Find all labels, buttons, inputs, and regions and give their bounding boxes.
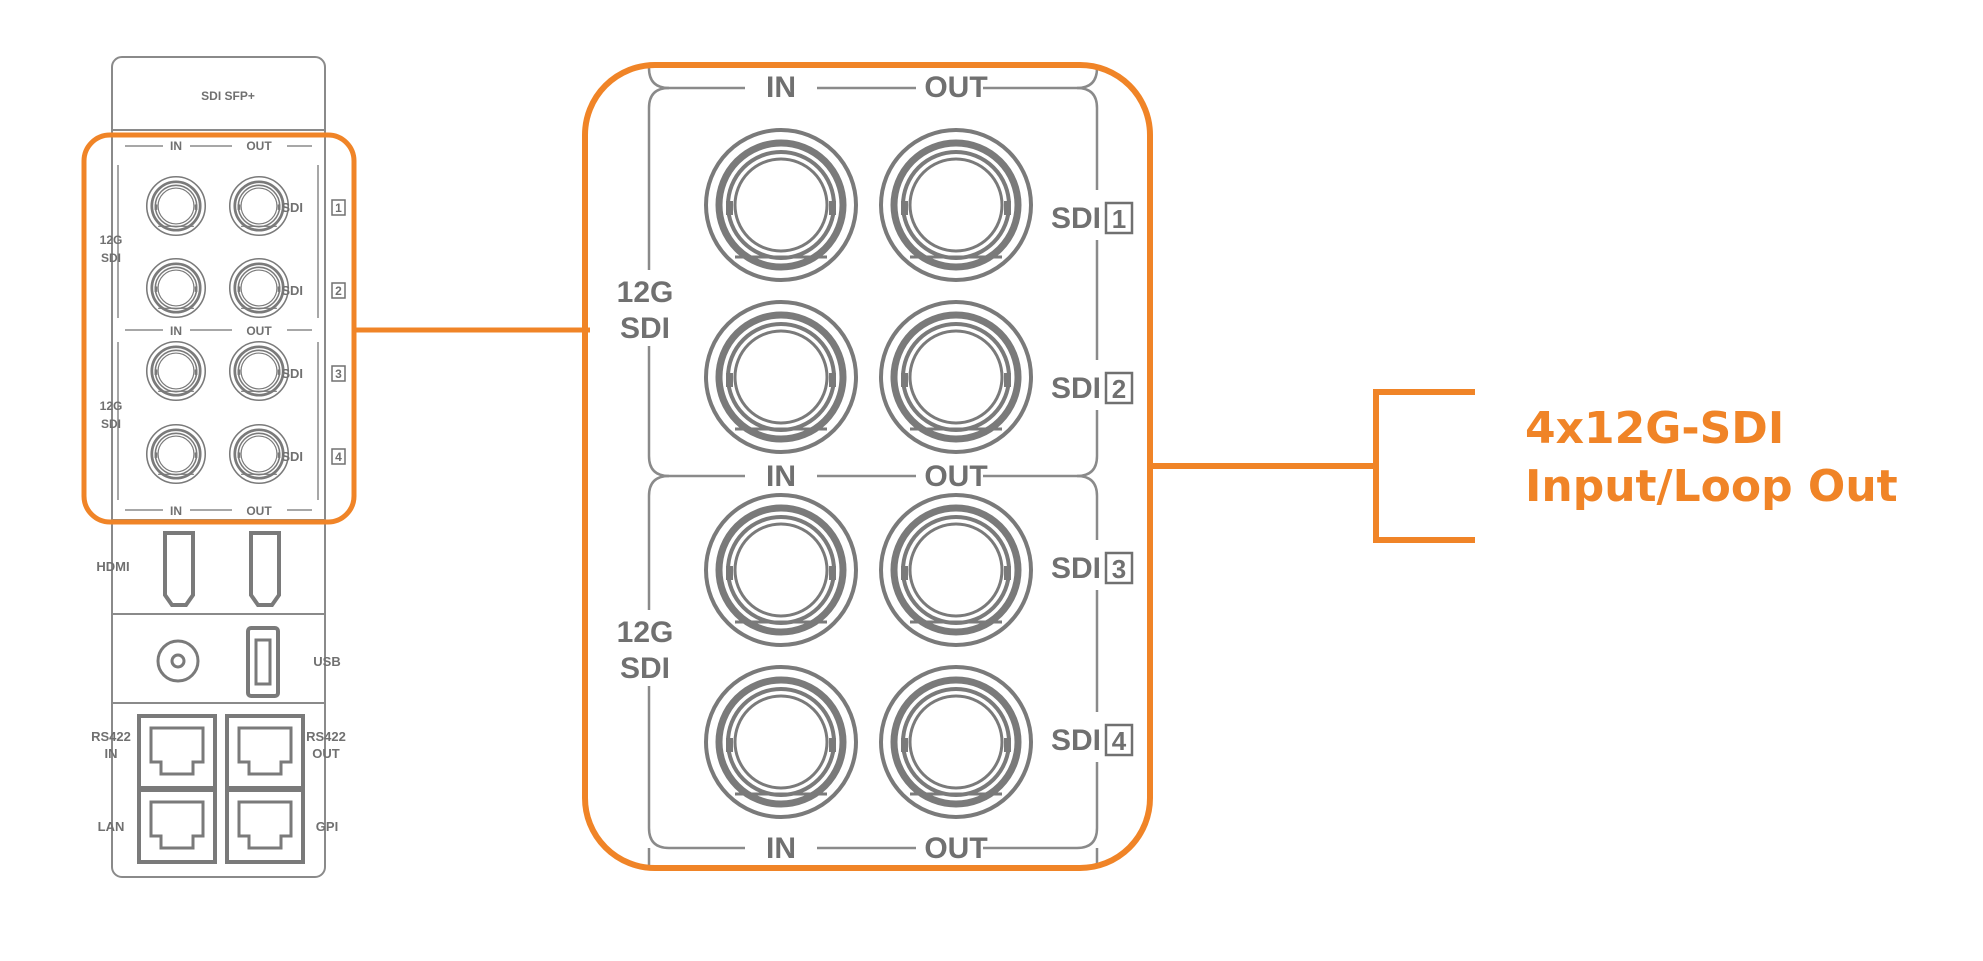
bnc-connector-icon: [228, 340, 290, 402]
panel-sdi-module-2: IN OUT IN OUT 12G SDI: [100, 324, 319, 518]
sfp-label: SDI SFP+: [201, 89, 255, 103]
bnc-connector-icon: [879, 493, 1033, 647]
panel-out-label: OUT: [246, 324, 272, 338]
zoom-group-label: 12G: [617, 616, 674, 649]
zoom-in-label: IN: [766, 71, 796, 104]
panel-sdi-prefix: SDI: [281, 366, 303, 381]
hdmi-label: HDMI: [96, 559, 129, 574]
zoom-port-number: 1: [1112, 204, 1126, 234]
zoom-port-number: 4: [1112, 726, 1127, 756]
bnc-connector-icon: [145, 175, 207, 237]
rj45-port-icon: [137, 788, 217, 864]
panel-group-label: 12G: [100, 233, 123, 247]
bnc-connector-icon: [704, 493, 858, 647]
panel-rj45-module: RS422 IN RS422 OUT LAN GPI: [91, 714, 346, 864]
zoom-bnc-connectors: [704, 128, 1033, 819]
panel-group-label: SDI: [101, 251, 121, 265]
panel-group-label: SDI: [101, 417, 121, 431]
panel-in-label: IN: [170, 504, 182, 518]
bnc-connector-icon: [704, 300, 858, 454]
panel-usb-module: USB: [112, 626, 341, 704]
rs422-out-label: RS422: [306, 729, 346, 744]
rj45-port-icon: [225, 788, 305, 864]
panel-out-label: OUT: [246, 504, 272, 518]
panel-port-number: 2: [335, 284, 342, 298]
zoom-group-label: SDI: [620, 312, 670, 345]
zoom-sdi-prefix: SDI: [1051, 202, 1101, 235]
panel-outline: [111, 56, 326, 878]
hdmi-port-icon: [163, 531, 195, 607]
zoom-out-label: OUT: [924, 460, 987, 493]
panel-port-number: 1: [335, 201, 342, 215]
zoom-sdi-prefix: SDI: [1051, 552, 1101, 585]
rear-panel: SDI SFP+ IN OUT 12G SDI IN OUT IN OUT: [81, 56, 357, 878]
bnc-connector-icon: [879, 300, 1033, 454]
panel-port-number: 3: [335, 367, 342, 381]
zoom-group-label: SDI: [620, 652, 670, 685]
panel-sdi-prefix: SDI: [281, 283, 303, 298]
rs422-in-label: RS422: [91, 729, 131, 744]
zoom-group-label: 12G: [617, 276, 674, 309]
callout-label: 4x12G-SDI Input/Loop Out: [1525, 400, 1898, 516]
zoom-in-label: IN: [766, 832, 796, 865]
panel-sdi-prefix: SDI: [281, 200, 303, 215]
dc-jack-icon: [156, 639, 200, 683]
zoom-in-label: IN: [766, 460, 796, 493]
zoom-port-number: 2: [1112, 374, 1126, 404]
bnc-connector-icon: [145, 257, 207, 319]
bnc-connector-icon: [879, 665, 1033, 819]
panel-in-label: IN: [170, 324, 182, 338]
panel-out-label: OUT: [246, 139, 272, 153]
panel-port-labels: SDI 1 SDI 2 SDI 3 SDI 4: [281, 199, 346, 465]
bnc-connector-icon: [228, 257, 290, 319]
panel-sdi-module-1: IN OUT 12G SDI: [100, 139, 319, 318]
rs422-out-label: OUT: [312, 746, 340, 761]
zoom-out-label: OUT: [924, 832, 987, 865]
bnc-connector-icon: [879, 128, 1033, 282]
bnc-connector-icon: [228, 423, 290, 485]
callout-line-1: 4x12G-SDI: [1525, 403, 1785, 454]
gpi-label: GPI: [316, 819, 338, 834]
bnc-connector-icon: [145, 423, 207, 485]
zoom-port-labels: SDI 1 SDI 2 SDI 3 SDI 4: [1040, 190, 1140, 762]
bnc-connector-icon: [704, 665, 858, 819]
rj45-port-icon: [225, 714, 305, 790]
bnc-connector-icon: [704, 128, 858, 282]
panel-bnc-connectors: [145, 175, 290, 485]
zoom-view: IN OUT IN OUT IN OUT 12G SDI 12G SDI SDI…: [582, 62, 1153, 871]
panel-hdmi-module: HDMI: [96, 519, 325, 615]
callout-bracket: [1150, 389, 1475, 543]
panel-port-number: 4: [335, 450, 342, 464]
bnc-connector-icon: [228, 175, 290, 237]
zoom-sdi-prefix: SDI: [1051, 372, 1101, 405]
usb-port-icon: [246, 626, 280, 698]
zoom-port-number: 3: [1112, 554, 1126, 584]
rs422-in-label: IN: [105, 746, 118, 761]
usb-label: USB: [313, 654, 340, 669]
bnc-connector-icon: [145, 340, 207, 402]
zoom-sdi-prefix: SDI: [1051, 724, 1101, 757]
lan-label: LAN: [98, 819, 125, 834]
panel-highlight: [81, 132, 357, 525]
hdmi-port-icon: [249, 531, 281, 607]
callout-line-2: Input/Loop Out: [1525, 461, 1898, 512]
rj45-ports: [137, 714, 305, 864]
panel-group-label: 12G: [100, 399, 123, 413]
panel-sdi-prefix: SDI: [281, 449, 303, 464]
panel-in-label: IN: [170, 139, 182, 153]
rj45-port-icon: [137, 714, 217, 790]
zoom-frames: [647, 67, 1099, 868]
zoom-out-label: OUT: [924, 71, 987, 104]
